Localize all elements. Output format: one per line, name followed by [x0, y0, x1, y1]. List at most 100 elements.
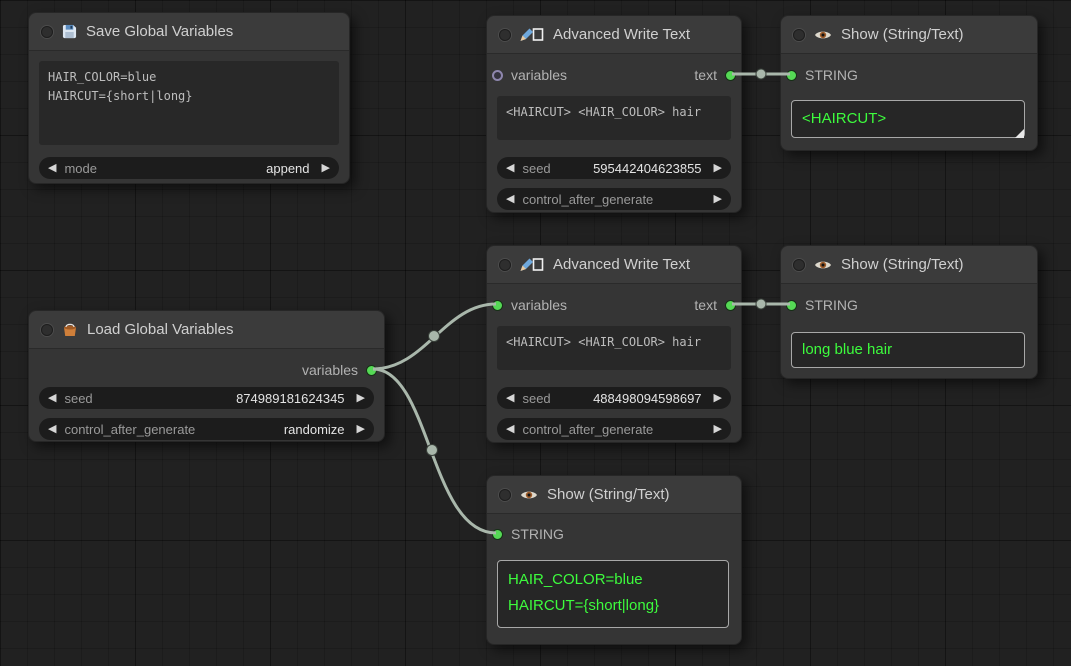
output-slot-dot[interactable] — [725, 69, 736, 81]
string-display[interactable]: <HAIRCUT> — [791, 100, 1025, 138]
widget-value: 595442404623855 — [593, 160, 702, 176]
input-slot-dot[interactable] — [492, 69, 503, 81]
text-template-area[interactable]: <HAIRCUT> <HAIR_COLOR> hair — [497, 96, 731, 140]
input-slot-string[interactable]: STRING — [786, 62, 858, 88]
link-midpoint-dot[interactable] — [755, 298, 767, 310]
node-title: Show (String/Text) — [547, 486, 670, 503]
slot-label: variables — [511, 67, 568, 83]
output-slot-dot[interactable] — [725, 299, 736, 311]
slot-label: STRING — [805, 67, 858, 83]
node-header[interactable]: Show (String/Text) — [487, 476, 741, 514]
node-header[interactable]: Load Global Variables — [29, 311, 384, 349]
increment-arrow-icon[interactable]: ▶ — [356, 391, 365, 404]
widget-label: control_after_generate — [64, 421, 196, 437]
input-slot-variables[interactable]: variables — [492, 292, 567, 318]
widget-label: mode — [64, 160, 97, 176]
string-display[interactable]: long blue hair — [791, 332, 1025, 368]
input-slot-dot[interactable] — [786, 69, 797, 81]
decrement-arrow-icon[interactable]: ◀ — [506, 422, 515, 435]
eye-icon — [520, 489, 538, 501]
slot-label: STRING — [511, 526, 564, 542]
save-floppy-icon — [62, 24, 77, 39]
collapse-dot[interactable] — [499, 488, 511, 501]
increment-arrow-icon[interactable]: ▶ — [713, 161, 722, 174]
widget-label: control_after_generate — [522, 421, 654, 437]
write-text-pencil-icon — [520, 257, 544, 272]
string-display[interactable]: HAIR_COLOR=blue HAIRCUT={short|long} — [497, 560, 729, 628]
slot-label: variables — [301, 362, 358, 378]
input-slot-variables[interactable]: variables — [492, 62, 567, 88]
link-wire-load-to-show[interactable] — [372, 367, 497, 535]
output-slot-text[interactable]: text — [694, 292, 736, 318]
node-save-global-variables[interactable]: Save Global Variables HAIR_COLOR=blue HA… — [28, 12, 350, 184]
input-slot-string[interactable]: STRING — [786, 292, 858, 318]
output-slot-text[interactable]: text — [694, 62, 736, 88]
increment-arrow-icon[interactable]: ▶ — [713, 391, 722, 404]
control-after-generate-widget[interactable]: ◀ control_after_generate randomize ▶ — [39, 418, 374, 440]
control-after-generate-widget[interactable]: ◀ control_after_generate ▶ — [497, 418, 731, 440]
node-advanced-write-text-top[interactable]: Advanced Write Text variables text <HAIR… — [486, 15, 742, 213]
node-show-string-text-bottom[interactable]: Show (String/Text) STRING HAIR_COLOR=blu… — [486, 475, 742, 645]
input-slot-dot[interactable] — [492, 299, 503, 311]
increment-arrow-icon[interactable]: ▶ — [713, 192, 722, 205]
decrement-arrow-icon[interactable]: ◀ — [48, 391, 57, 404]
link-midpoint-dot[interactable] — [428, 330, 440, 342]
increment-arrow-icon[interactable]: ▶ — [321, 161, 330, 174]
widget-label: control_after_generate — [522, 191, 654, 207]
collapse-dot[interactable] — [793, 258, 805, 271]
node-header[interactable]: Advanced Write Text — [487, 246, 741, 284]
node-load-global-variables[interactable]: Load Global Variables variables ◀ seed 8… — [28, 310, 385, 442]
output-slot-variables[interactable]: variables — [302, 357, 377, 383]
slot-label: variables — [511, 297, 568, 313]
load-bucket-icon — [62, 322, 78, 337]
link-midpoint-dot[interactable] — [426, 444, 438, 456]
collapse-dot[interactable] — [499, 258, 511, 271]
seed-widget[interactable]: ◀ seed 874989181624345 ▶ — [39, 387, 374, 409]
variables-text-area[interactable]: HAIR_COLOR=blue HAIRCUT={short|long} — [39, 61, 339, 145]
input-slot-string[interactable]: STRING — [492, 521, 564, 547]
link-midpoint-dot[interactable] — [755, 68, 767, 80]
node-header[interactable]: Save Global Variables — [29, 13, 349, 51]
node-advanced-write-text-middle[interactable]: Advanced Write Text variables text <HAIR… — [486, 245, 742, 443]
widget-value: append — [266, 160, 310, 176]
input-slot-dot[interactable] — [786, 299, 797, 311]
node-header[interactable]: Show (String/Text) — [781, 246, 1037, 284]
widget-label: seed — [64, 390, 93, 406]
widget-label: seed — [522, 160, 551, 176]
increment-arrow-icon[interactable]: ▶ — [356, 422, 365, 435]
decrement-arrow-icon[interactable]: ◀ — [48, 422, 57, 435]
node-show-string-text-top[interactable]: Show (String/Text) STRING <HAIRCUT> — [780, 15, 1038, 151]
node-title: Advanced Write Text — [553, 26, 691, 43]
decrement-arrow-icon[interactable]: ◀ — [506, 161, 515, 174]
decrement-arrow-icon[interactable]: ◀ — [48, 161, 57, 174]
slot-label: STRING — [805, 297, 858, 313]
seed-widget[interactable]: ◀ seed 595442404623855 ▶ — [497, 157, 731, 179]
write-text-pencil-icon — [520, 27, 544, 42]
link-wire-load-to-awt[interactable] — [372, 302, 497, 371]
control-after-generate-widget[interactable]: ◀ control_after_generate ▶ — [497, 188, 731, 210]
node-header[interactable]: Advanced Write Text — [487, 16, 741, 54]
seed-widget[interactable]: ◀ seed 488498094598697 ▶ — [497, 387, 731, 409]
eye-icon — [814, 29, 832, 41]
collapse-dot[interactable] — [793, 28, 805, 41]
output-slot-dot[interactable] — [366, 364, 377, 376]
mode-widget[interactable]: ◀ mode append ▶ — [39, 157, 339, 179]
slot-label: text — [694, 297, 717, 313]
collapse-dot[interactable] — [499, 28, 511, 41]
widget-label: seed — [522, 390, 551, 406]
input-slot-dot[interactable] — [492, 528, 503, 540]
slot-label: text — [694, 67, 717, 83]
decrement-arrow-icon[interactable]: ◀ — [506, 391, 515, 404]
text-template-area[interactable]: <HAIRCUT> <HAIR_COLOR> hair — [497, 326, 731, 370]
decrement-arrow-icon[interactable]: ◀ — [506, 192, 515, 205]
increment-arrow-icon[interactable]: ▶ — [713, 422, 722, 435]
resize-grip[interactable] — [1015, 129, 1024, 138]
widget-value: randomize — [283, 421, 345, 437]
eye-icon — [814, 259, 832, 271]
collapse-dot[interactable] — [41, 323, 53, 336]
node-header[interactable]: Show (String/Text) — [781, 16, 1037, 54]
node-title: Save Global Variables — [86, 23, 234, 40]
collapse-dot[interactable] — [41, 25, 53, 38]
node-show-string-text-middle[interactable]: Show (String/Text) STRING long blue hair — [780, 245, 1038, 379]
